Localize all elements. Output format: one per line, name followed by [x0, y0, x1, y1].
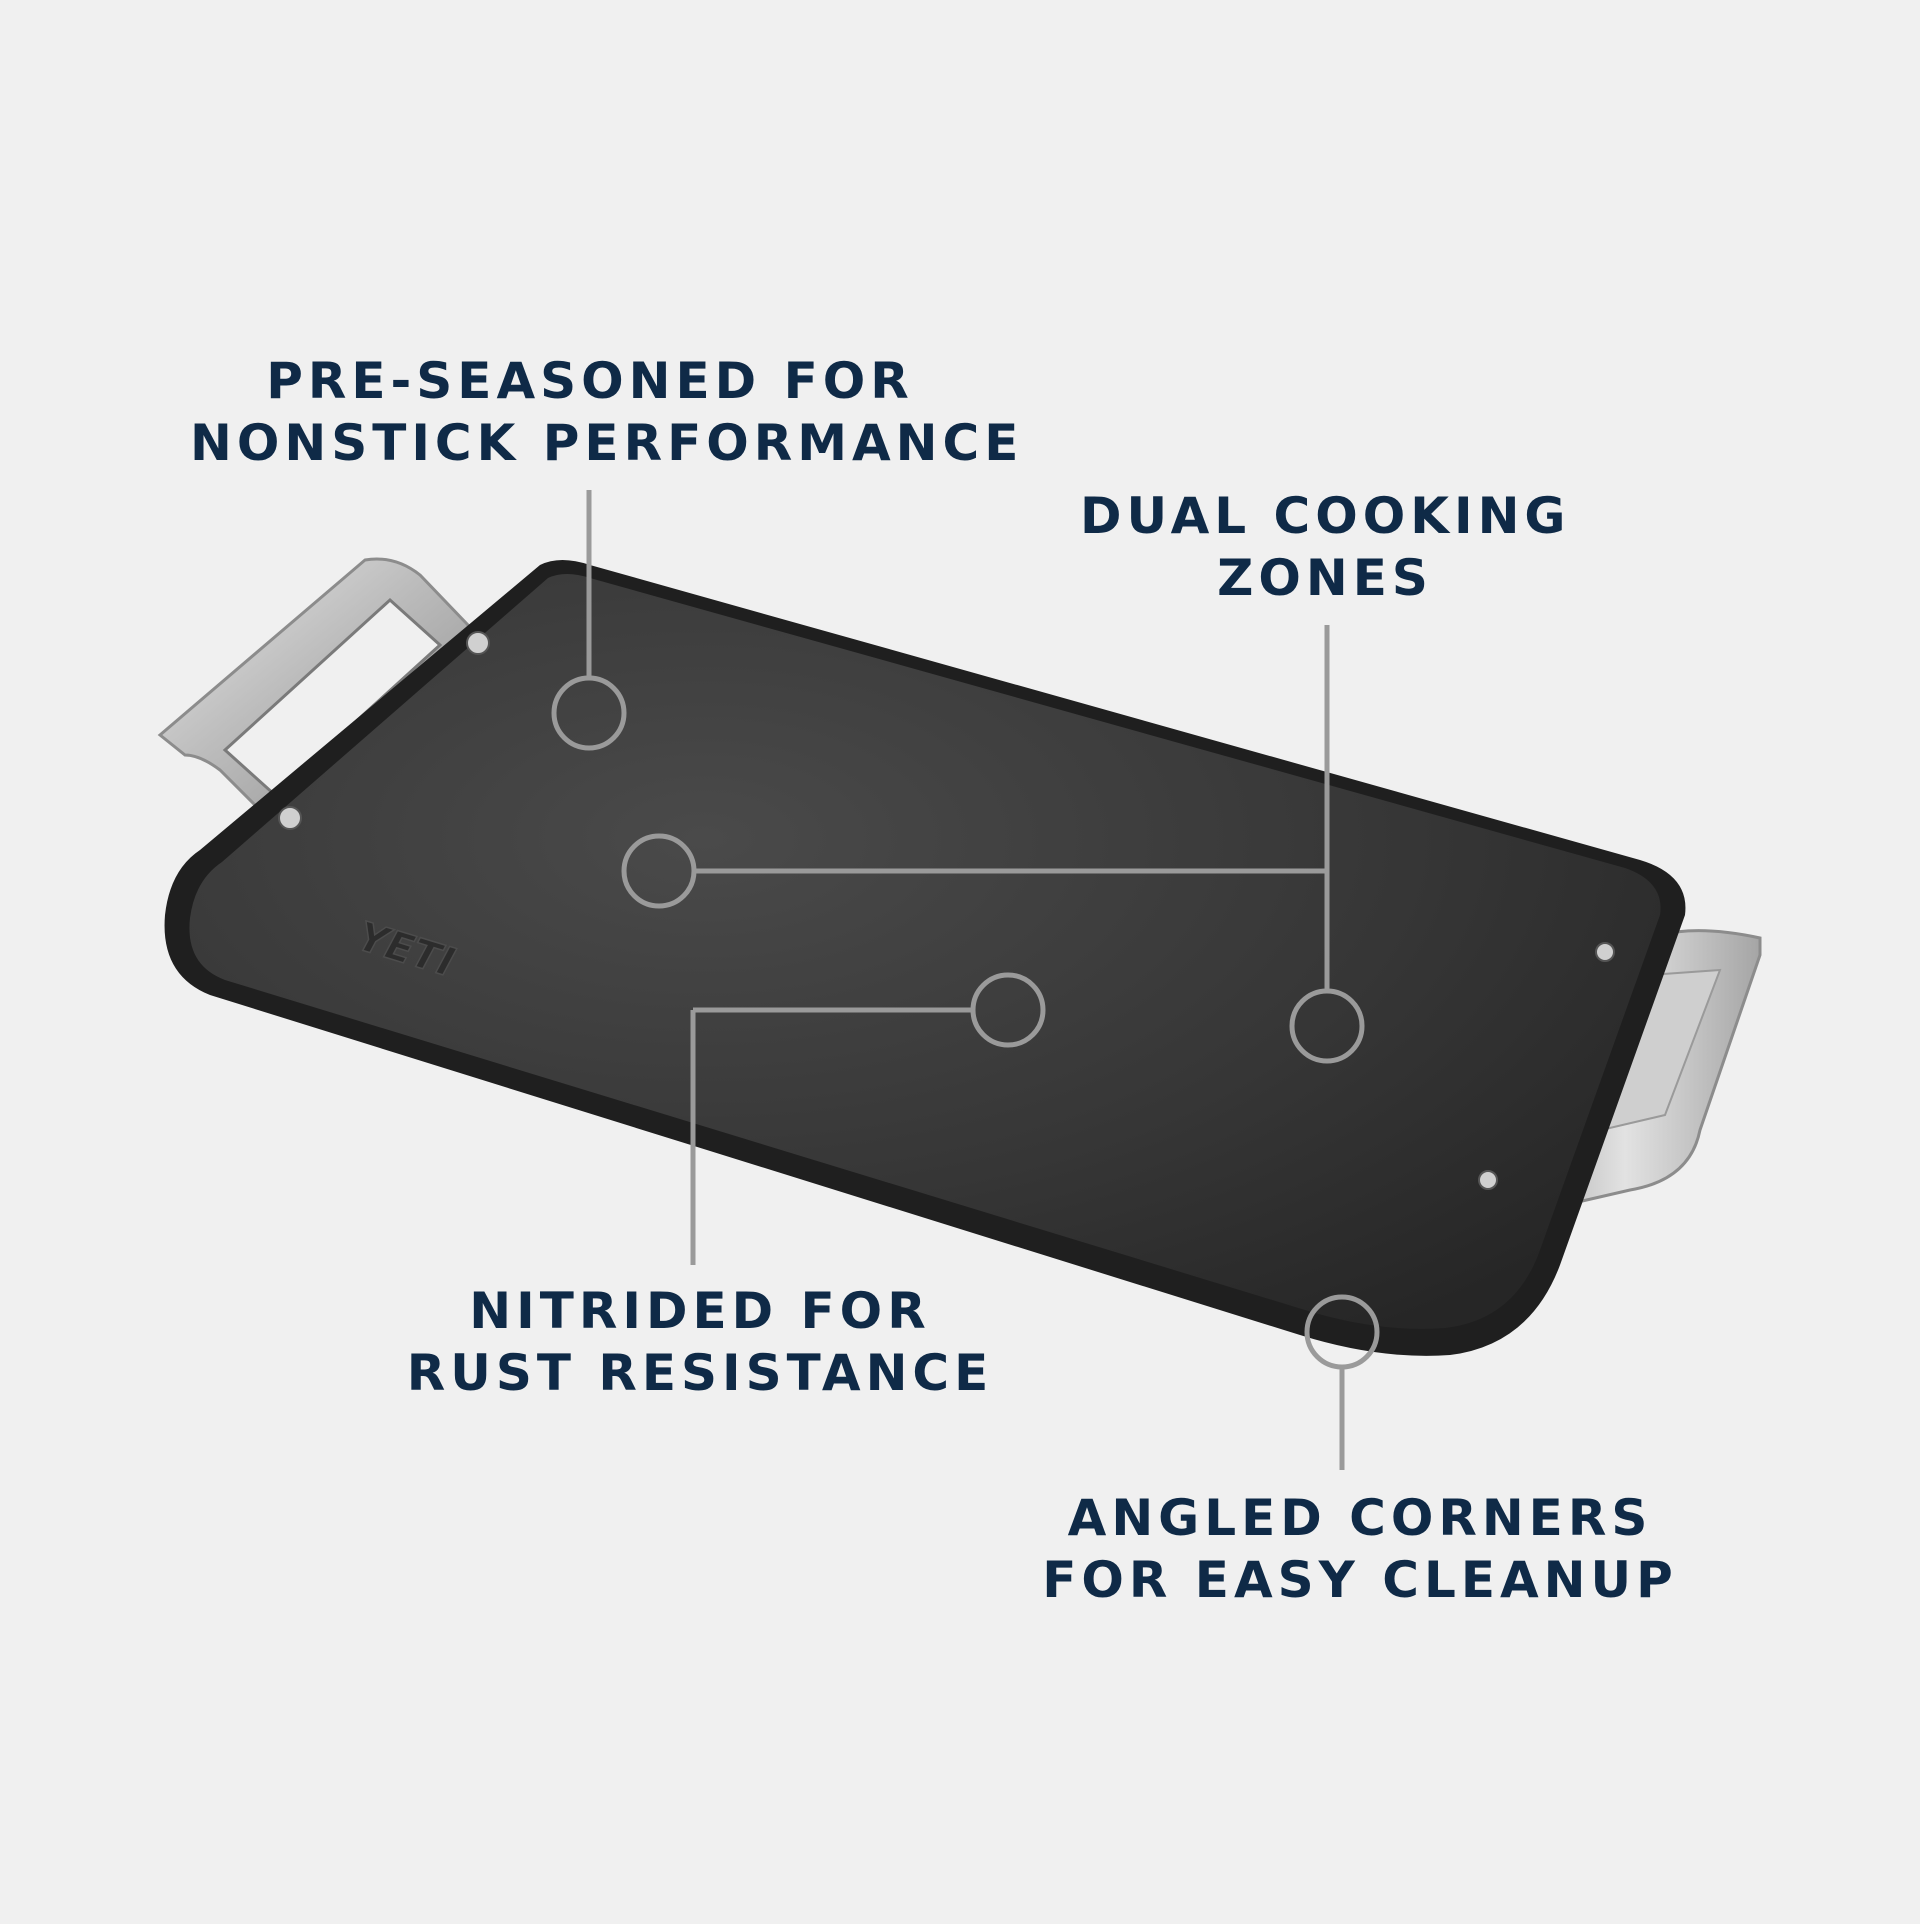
callout-label-line: ZONES [1217, 549, 1433, 607]
callout-label-line: FOR EASY CLEANUP [1042, 1551, 1678, 1609]
callout-label-line: NITRIDED FOR [469, 1282, 931, 1340]
callout-label-preseasoned: PRE-SEASONED FOR NONSTICK PERFORMANCE [190, 350, 1024, 474]
left-handle [157, 557, 470, 811]
griddle-plate: YETI [164, 560, 1686, 1356]
callout-circle-nitrided [970, 972, 1046, 1048]
callout-label-line: ANGLED CORNERS [1067, 1489, 1653, 1547]
callout-label-line: DUAL COOKING [1080, 487, 1571, 545]
rivet-icon [466, 631, 490, 655]
callout-label-line: PRE-SEASONED FOR [266, 352, 914, 410]
callout-lines [551, 490, 1380, 1470]
callout-circle-dual-right [1289, 988, 1365, 1064]
callout-label-line: RUST RESISTANCE [406, 1344, 994, 1402]
callout-circle-preseason [551, 675, 627, 751]
callout-label-dual-cooking-zones: DUAL COOKING ZONES [1080, 485, 1570, 609]
rivet-icon [1478, 1170, 1498, 1190]
rivet-icon [278, 806, 302, 830]
callout-circle-angled [1304, 1294, 1380, 1370]
callout-label-angled-corners: ANGLED CORNERS FOR EASY CLEANUP [1040, 1487, 1680, 1611]
callout-label-line: NONSTICK PERFORMANCE [190, 414, 1024, 472]
callout-label-nitrided: NITRIDED FOR RUST RESISTANCE [380, 1280, 1020, 1404]
rivet-icon [1595, 942, 1615, 962]
callout-circle-dual-left [621, 833, 697, 909]
